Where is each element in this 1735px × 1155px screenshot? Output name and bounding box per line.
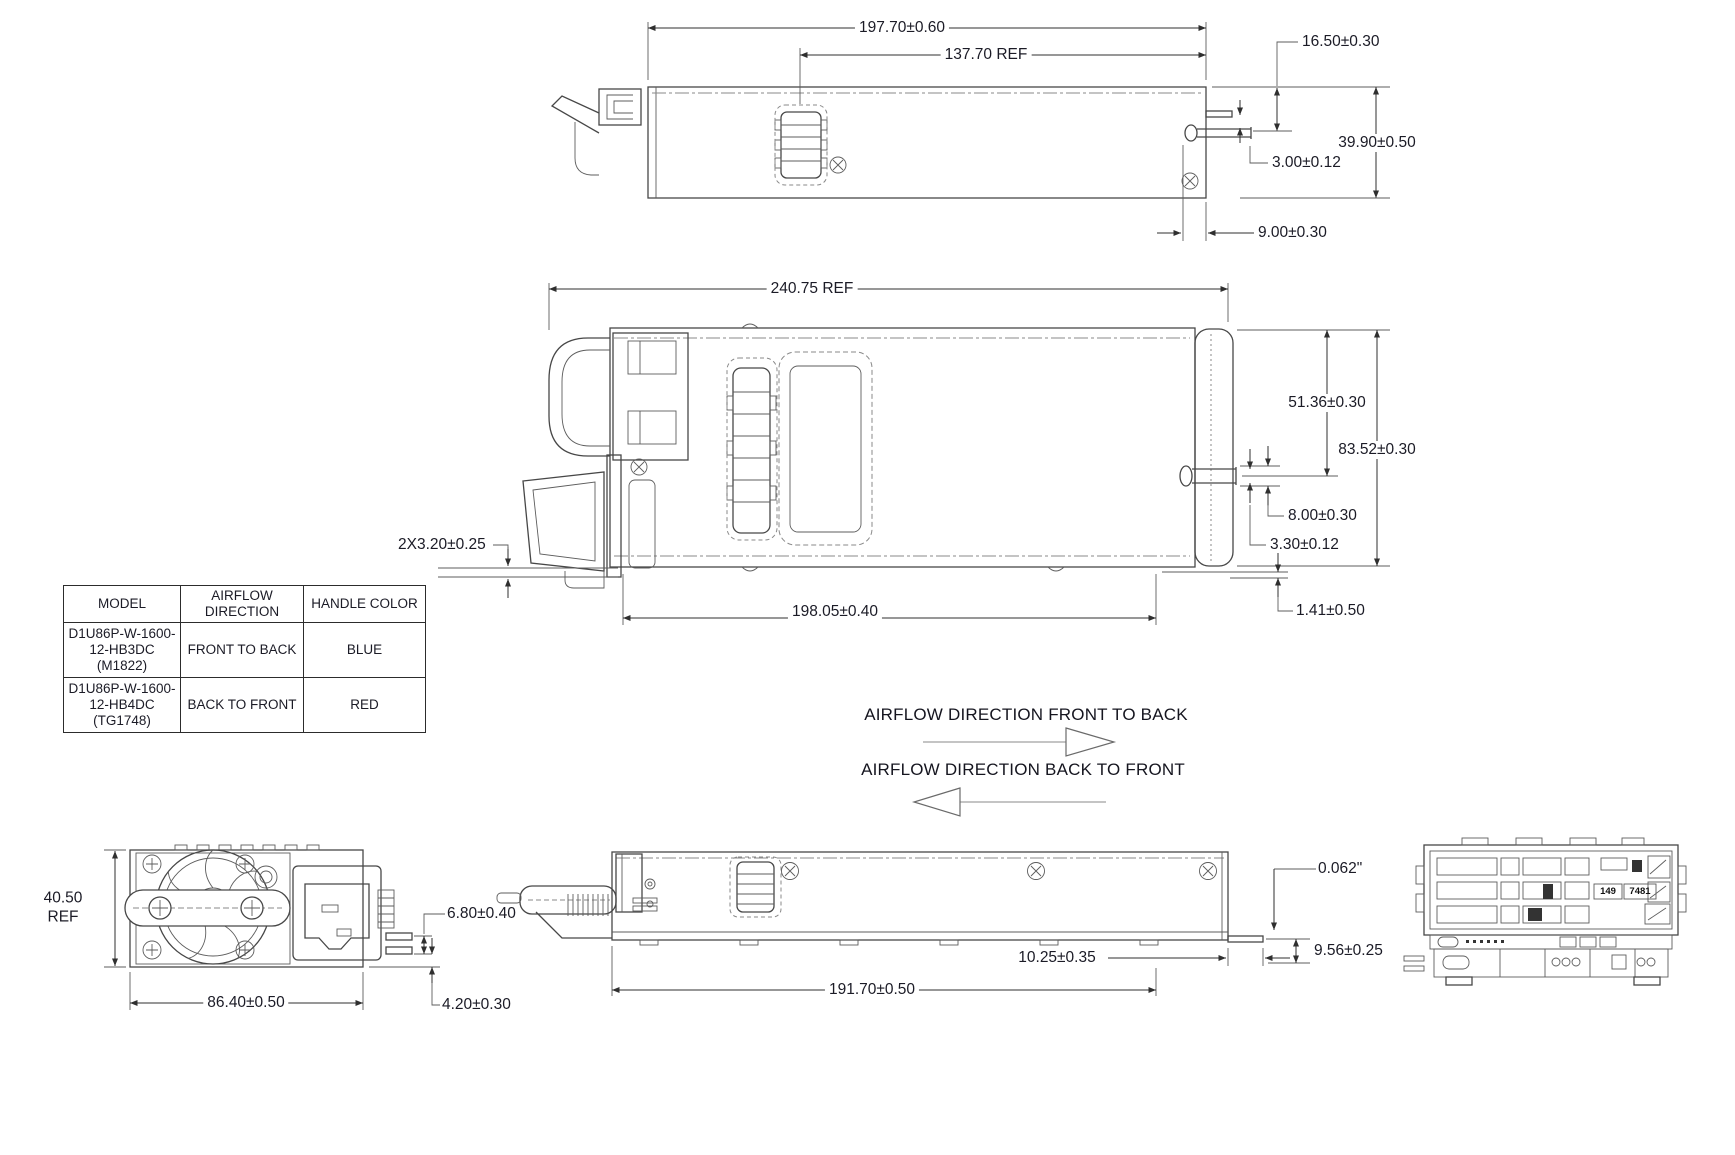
model-cell: D1U86P-W-1600-12-HB4DC (TG1748) (63, 677, 181, 733)
dim-plan-overall: 240.75 REF (766, 280, 858, 298)
dim-plan-pin-dia: 3.30±0.12 (1270, 536, 1339, 553)
plan-view-hinge (612, 332, 689, 476)
table-row: D1U86P-W-1600-12-HB3DC (M1822) FRONT TO … (63, 622, 426, 678)
dim-side-body: 191.70±0.50 (824, 981, 920, 999)
front-view-handle (124, 889, 291, 927)
dim-plan-body: 198.05±0.40 (787, 603, 883, 621)
col-header-airflow: AIRFLOW DIRECTION (180, 585, 304, 623)
iec-inlet (292, 865, 382, 961)
dim-top-pin-offset: 3.00±0.12 (1272, 154, 1341, 171)
table-row: D1U86P-W-1600-12-HB4DC (TG1748) BACK TO … (63, 677, 426, 733)
side-view-connector (729, 856, 782, 918)
dim-side-card-thickness: 0.062" (1318, 860, 1363, 877)
front-view-dimensions (104, 849, 445, 1010)
rear-view-base (1403, 865, 1687, 986)
side-view (496, 851, 1316, 996)
dim-top-edge: 9.00±0.30 (1258, 224, 1327, 241)
plan-view-latch (522, 454, 656, 589)
model-cell: D1U86P-W-1600-12-HB3DC (M1822) (63, 622, 181, 678)
dim-plan-width: 83.52±0.30 (1334, 441, 1420, 459)
airflow-front-to-back-label: AIRFLOW DIRECTION FRONT TO BACK (864, 705, 1188, 724)
dim-side-card-len: 10.25±0.35 (1018, 949, 1096, 966)
top-view-connector (774, 104, 828, 186)
dim-front-height: 40.50 REF (43, 889, 83, 926)
plan-view-handle (548, 337, 610, 457)
model-table: MODEL AIRFLOW DIRECTION HANDLE COLOR D1U… (63, 585, 426, 733)
dim-plan-pin-center: 51.36±0.30 (1284, 394, 1370, 412)
dim-plan-feet: 2X3.20±0.25 (398, 536, 486, 553)
top-view-pins (1184, 110, 1252, 142)
col-header-model: MODEL (63, 585, 181, 623)
handle-cell: BLUE (303, 622, 426, 678)
airflow-back-to-front-label: AIRFLOW DIRECTION BACK TO FRONT (861, 760, 1185, 779)
dim-front-pin-bottom: 4.20±0.30 (442, 996, 511, 1013)
front-view (104, 844, 445, 1010)
rear-view-slots (1436, 855, 1671, 925)
col-header-handle: HANDLE COLOR (303, 585, 426, 623)
side-view-dimensions (611, 868, 1316, 996)
side-view-latch (496, 853, 658, 939)
dim-side-card-height: 9.56±0.25 (1314, 942, 1383, 959)
screw-icon (829, 156, 1199, 190)
airflow-arrow-left-icon (911, 787, 1106, 817)
dim-top-height: 39.90±0.50 (1334, 134, 1420, 152)
airflow-cell: FRONT TO BACK (180, 622, 304, 678)
screw-icon (781, 862, 1217, 880)
dim-top-overall: 197.70±0.60 (854, 19, 950, 37)
plan-view (438, 283, 1390, 625)
airflow-cell: BACK TO FRONT (180, 677, 304, 733)
plan-view-dimensions (438, 283, 1390, 625)
plan-view-pin (1179, 465, 1237, 487)
handle-cell: RED (303, 677, 426, 733)
dim-top-ref: 137.70 REF (940, 46, 1032, 64)
dim-top-pin: 16.50±0.30 (1302, 33, 1380, 50)
rear-view (1403, 837, 1687, 986)
rear-label-149: 149 (1600, 886, 1616, 897)
front-view-terminals (377, 889, 413, 955)
rear-label-7481: 7481 (1629, 886, 1651, 897)
plan-view-connector (726, 351, 873, 546)
top-view-latch (550, 88, 642, 176)
dim-plan-pin-len: 8.00±0.30 (1288, 507, 1357, 524)
card-edge (1227, 935, 1264, 943)
airflow-arrow-right-icon (923, 727, 1117, 757)
dim-front-pins: 6.80±0.40 (447, 905, 516, 922)
front-view-vent-tabs (174, 844, 320, 851)
dim-plan-flange: 1.41±0.50 (1296, 602, 1365, 619)
dim-front-width: 86.40±0.50 (203, 994, 289, 1012)
